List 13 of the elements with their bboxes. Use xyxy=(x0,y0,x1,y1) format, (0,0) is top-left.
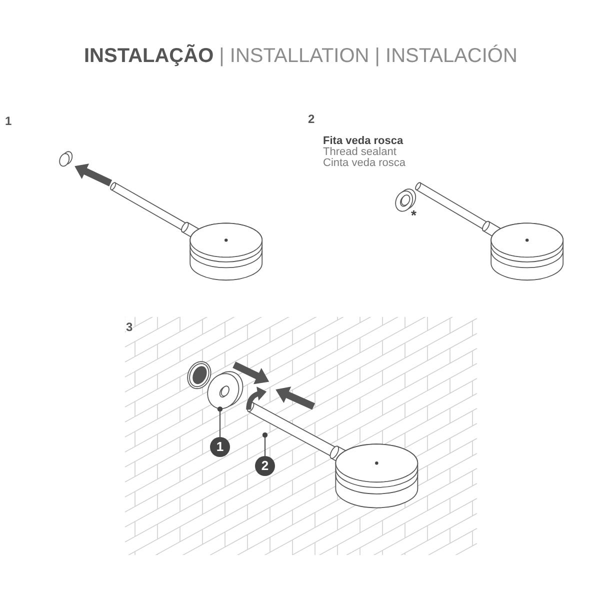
caption-text: Thread sealant xyxy=(323,146,396,158)
footnote-mark: * xyxy=(411,207,416,224)
page-title: INSTALAÇÃO | INSTALLATION | INSTALACIÓN xyxy=(84,44,518,68)
step-number: 2 xyxy=(308,113,315,127)
washer-icon xyxy=(206,370,244,410)
callout-number: 2 xyxy=(255,456,275,476)
leader-line xyxy=(217,406,223,438)
callout-number: 1 xyxy=(210,437,230,457)
caption-text: Cinta veda rosca xyxy=(323,157,406,170)
leader-line xyxy=(262,432,268,456)
step-number: 3 xyxy=(126,321,133,335)
step-number: 1 xyxy=(5,115,12,129)
caption-text: Fita veda rosca xyxy=(323,135,404,147)
